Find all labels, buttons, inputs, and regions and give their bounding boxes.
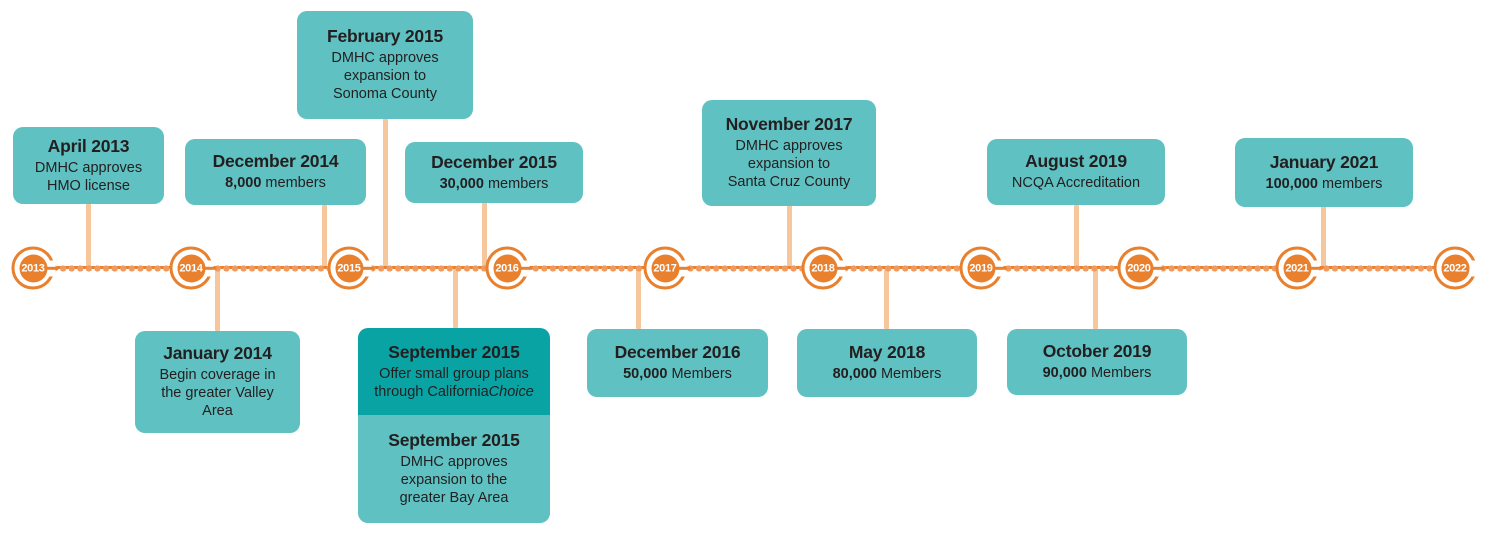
line-stub (675, 266, 691, 270)
line-stub (517, 266, 533, 270)
line-stub (833, 266, 849, 270)
member-count-label: Members (667, 366, 732, 383)
event-card-october-2019: October 2019 90,000 Members (1007, 329, 1187, 395)
member-count: 80,000 (832, 366, 877, 383)
brand-name-italic: Choice (488, 383, 534, 400)
year-marker-2019: 2019 (959, 246, 1007, 290)
connector-december-2016 (635, 268, 641, 330)
event-body: 90,000 Members (1043, 365, 1152, 383)
member-count-label: Members (1086, 365, 1152, 382)
event-card-january-2014: January 2014 Begin coverage in the great… (135, 331, 300, 433)
event-title: November 2017 (725, 114, 853, 135)
year-label: 2021 (1283, 254, 1311, 282)
event-card-november-2017: November 2017 DMHC approves expansion to… (702, 100, 876, 206)
connector-october-2019 (1092, 268, 1098, 330)
event-card-december-2015: December 2015 30,000 members (405, 142, 583, 203)
event-body: 100,000 members (1266, 176, 1383, 194)
member-count: 30,000 (439, 175, 484, 192)
event-title: December 2016 (614, 342, 741, 363)
event-card-september-2015-bay: September 2015 DMHC approves expansion t… (358, 415, 550, 523)
year-ring (643, 246, 687, 290)
event-body: DMHC approves expansion to the greater B… (399, 454, 509, 506)
event-card-september-2015-choice: September 2015 Offer small group plans t… (358, 328, 550, 415)
member-count: 8,000 (225, 175, 262, 192)
year-label: 2020 (1125, 254, 1153, 282)
year-marker-2022: 2022 (1433, 246, 1478, 290)
event-title: April 2013 (47, 135, 130, 156)
year-label: 2013 (19, 254, 47, 282)
event-body: DMHC approves HMO license (34, 159, 143, 194)
event-body-text: Offer small group plans through Californ… (374, 365, 529, 400)
event-body: 50,000 Members (623, 366, 732, 384)
event-title: January 2014 (163, 343, 272, 364)
member-count-label: Members (876, 366, 942, 383)
event-title: May 2018 (848, 342, 926, 363)
connector-january-2021 (1320, 205, 1326, 268)
connector-april-2013 (85, 202, 91, 268)
line-stub (43, 266, 59, 270)
event-card-december-2016: December 2016 50,000 Members (587, 329, 768, 397)
event-title: September 2015 (388, 341, 520, 362)
event-title: February 2015 (326, 26, 444, 47)
connector-august-2019 (1073, 203, 1079, 268)
year-label: 2022 (1441, 254, 1469, 282)
event-body: Offer small group plans through Californ… (374, 366, 534, 402)
event-title: January 2021 (1269, 151, 1379, 172)
connector-september-2015 (452, 268, 458, 329)
event-body: 80,000 Members (833, 366, 942, 384)
year-marker-2018: 2018 (801, 246, 849, 290)
event-title: September 2015 (388, 430, 520, 451)
event-card-february-2015: February 2015 DMHC approves expansion to… (297, 11, 473, 119)
line-stub (991, 266, 1007, 270)
year-marker-2017: 2017 (643, 246, 691, 290)
event-body: DMHC approves expansion to Santa Cruz Co… (727, 138, 851, 190)
connector-december-2014 (321, 203, 327, 268)
year-marker-2013: 2013 (11, 246, 59, 290)
year-label: 2015 (335, 254, 363, 282)
year-label: 2014 (177, 254, 205, 282)
year-label: 2017 (651, 254, 679, 282)
year-marker-2014: 2014 (169, 246, 217, 290)
year-marker-2021: 2021 (1275, 246, 1323, 290)
event-title: August 2019 (1025, 151, 1127, 172)
event-card-december-2014: December 2014 8,000 members (185, 139, 366, 205)
year-marker-2020: 2020 (1117, 246, 1165, 290)
connector-january-2014 (214, 268, 220, 332)
line-stub (359, 266, 375, 270)
event-body: 8,000 members (225, 175, 326, 193)
connector-december-2015 (481, 201, 487, 268)
event-body: DMHC approves expansion to Sonoma County (331, 50, 439, 102)
line-stub (201, 266, 217, 270)
event-title: October 2019 (1042, 341, 1152, 362)
year-marker-2016: 2016 (485, 246, 533, 290)
year-label: 2019 (967, 254, 995, 282)
year-label: 2016 (493, 254, 521, 282)
event-card-april-2013: April 2013 DMHC approves HMO license (13, 127, 164, 204)
line-stub (1307, 266, 1323, 270)
event-title: December 2014 (212, 151, 339, 172)
event-body: NCQA Accreditation (1011, 175, 1141, 192)
line-stub (1149, 266, 1165, 270)
connector-february-2015 (382, 117, 388, 268)
event-card-january-2021: January 2021 100,000 members (1235, 138, 1413, 207)
member-count-label: members (483, 175, 549, 192)
ring-gap (1469, 260, 1478, 276)
year-label: 2018 (809, 254, 837, 282)
event-card-august-2019: August 2019 NCQA Accreditation (987, 139, 1165, 205)
member-count: 100,000 (1265, 175, 1318, 192)
timeline-line (33, 263, 1455, 273)
connector-november-2017 (786, 204, 792, 268)
event-card-may-2018: May 2018 80,000 Members (797, 329, 977, 397)
member-count-label: members (261, 175, 326, 192)
member-count: 50,000 (623, 366, 668, 383)
event-title: December 2015 (431, 151, 557, 172)
connector-may-2018 (883, 268, 889, 330)
member-count-label: members (1317, 175, 1383, 192)
year-marker-2015: 2015 (327, 246, 375, 290)
event-body: Begin coverage in the greater Valley Are… (159, 367, 276, 419)
event-body: 30,000 members (440, 176, 549, 194)
member-count: 90,000 (1042, 365, 1087, 382)
